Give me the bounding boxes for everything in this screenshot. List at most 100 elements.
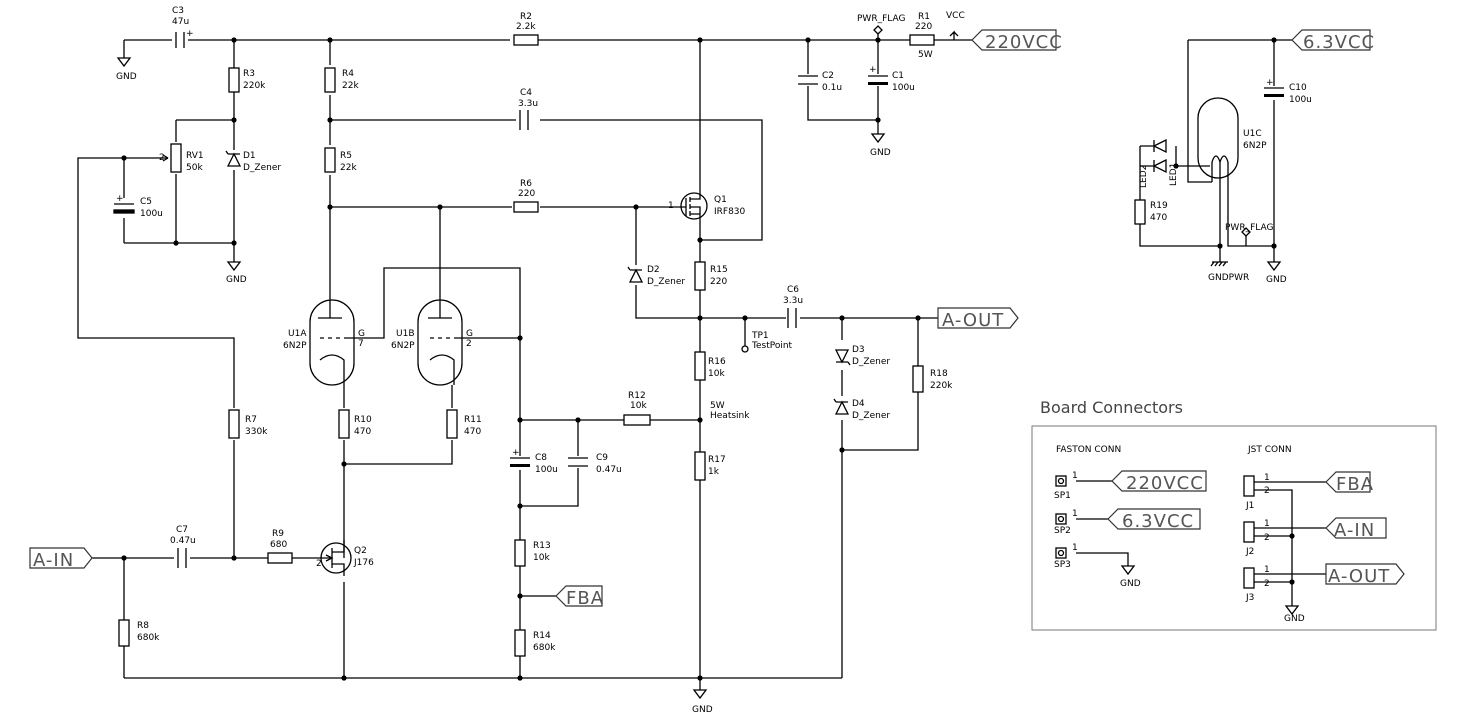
resistor-R19 <box>1134 199 1146 225</box>
svg-text:+: + <box>116 194 124 204</box>
RV1-ref: RV1 <box>186 151 204 161</box>
net-A-OUT: A-OUT <box>942 310 1004 331</box>
label-A-IN <box>29 547 93 569</box>
junction <box>231 555 237 561</box>
jst-J1 <box>1243 475 1255 497</box>
faston-heading: FASTON CONN <box>1056 445 1121 455</box>
R6-value: 220 <box>518 189 535 199</box>
D4-value: D_Zener <box>852 411 890 421</box>
svg-text:+: + <box>869 65 877 75</box>
jst-J2 <box>1243 521 1255 543</box>
R12-ref: R12 <box>628 391 646 401</box>
junction <box>633 204 639 210</box>
junction <box>341 675 347 681</box>
pin-label: 1 <box>668 201 674 211</box>
junction <box>341 461 347 467</box>
J2-ref: J2 <box>1245 547 1254 557</box>
pin-label: 1 <box>1264 519 1270 529</box>
label-A-IN <box>1325 517 1387 539</box>
resistor-R4 <box>324 67 336 93</box>
C1-value: 100u <box>892 83 915 93</box>
pin-label: 1 <box>1072 509 1078 519</box>
jst-J3 <box>1243 567 1255 589</box>
D3-ref: D3 <box>852 345 865 355</box>
Q1-ref: Q1 <box>714 195 727 205</box>
junction <box>517 417 523 423</box>
R9-value: 680 <box>270 540 287 550</box>
resistor-R12 <box>623 414 651 426</box>
net-220VCC: 220VCC <box>985 32 1063 53</box>
label-6.3VCC <box>1107 508 1201 530</box>
gnd-symbol <box>226 261 242 272</box>
C1-ref: C1 <box>892 71 904 81</box>
C7-ref: C7 <box>176 525 188 535</box>
R1-note: 5W <box>918 50 933 60</box>
SP3-ref: SP3 <box>1054 560 1071 570</box>
label-FBA <box>555 585 603 607</box>
resistors: R2 2.2k R1 220 5W R3 220k R4 22k R5 22k … <box>118 12 1168 657</box>
resistor-R15 <box>694 261 706 291</box>
R7-ref: R7 <box>245 415 257 425</box>
label-6.3VCC <box>1291 29 1371 51</box>
junction <box>839 447 845 453</box>
vcc-symbol <box>949 30 959 40</box>
LED2-ref: LED2 <box>1139 165 1149 188</box>
heatsink-label: Heatsink <box>710 411 750 421</box>
resistor-R5 <box>324 147 336 173</box>
C8-ref: C8 <box>535 453 547 463</box>
R12-value: 10k <box>630 401 647 411</box>
R5-ref: R5 <box>340 151 352 161</box>
R2-value: 2.2k <box>516 22 536 32</box>
pin-label: 1 <box>1072 471 1078 481</box>
net-A-OUT: A-OUT <box>1328 566 1390 587</box>
resistor-R6 <box>513 201 539 213</box>
gndpwr-label: GNDPWR <box>1208 273 1249 283</box>
R3-ref: R3 <box>243 69 255 79</box>
junction <box>1217 243 1223 249</box>
U1A-ref: U1A <box>288 329 307 339</box>
pin-label: 2 <box>316 559 322 569</box>
D3-value: D_Zener <box>852 357 890 367</box>
junction <box>173 240 179 246</box>
D1-ref: D1 <box>243 151 256 161</box>
pin-label: 1 <box>1264 473 1270 483</box>
pwr-flag-label: PWR_FLAG <box>1225 223 1273 233</box>
pwr-flag-label: PWR_FLAG <box>857 14 905 24</box>
resistor-R1 <box>909 34 935 46</box>
RV1-value: 50k <box>186 163 203 173</box>
J3-ref: J3 <box>1245 593 1254 603</box>
net-6.3VCC: 6.3VCC <box>1303 32 1375 53</box>
junction <box>1271 243 1277 249</box>
potentiometer-RV1: RV1 50k 2 <box>159 143 204 173</box>
R6-ref: R6 <box>520 179 532 189</box>
junctions <box>121 37 1295 681</box>
SP2-ref: SP2 <box>1054 526 1071 536</box>
tube-U1C: U1C 6N2P <box>1197 97 1267 186</box>
net-220VCC: 220VCC <box>1126 473 1204 494</box>
junction <box>1271 37 1277 43</box>
J1-ref: J1 <box>1245 501 1254 511</box>
junction <box>875 117 881 123</box>
R19-ref: R19 <box>1150 201 1168 211</box>
tube-U1B: U1B 6N2P G 2 <box>391 299 473 386</box>
pin-label: 1 <box>1264 565 1270 575</box>
U1C-value: 6N2P <box>1243 141 1267 151</box>
junction <box>839 315 845 321</box>
gnd-symbol <box>1266 261 1282 272</box>
D4-ref: D4 <box>852 399 865 409</box>
label-A-OUT <box>937 307 1019 329</box>
C8-value: 100u <box>535 465 558 475</box>
junction <box>697 237 703 243</box>
U1C-ref: U1C <box>1243 129 1262 139</box>
Q2-ref: Q2 <box>354 546 367 556</box>
diodes: D1 D_Zener D2 D_Zener D3 D_Zener D4 D_Ze… <box>225 150 890 421</box>
resistor-R10 <box>338 409 350 439</box>
resistor-R17 <box>694 451 706 481</box>
gnd-label: GND <box>116 72 137 82</box>
net-FBA: FBA <box>1336 474 1374 495</box>
svg-text:+: + <box>186 29 194 39</box>
svg-text:+: + <box>1266 78 1274 88</box>
pin-label: 7 <box>358 339 364 349</box>
junction <box>231 117 237 123</box>
